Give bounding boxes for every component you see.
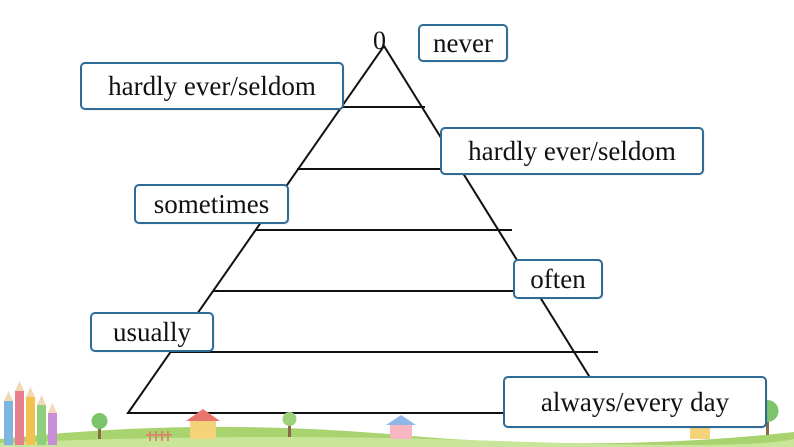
label-hardly-ever-left: hardly ever/seldom: [80, 62, 344, 110]
label-hardly-ever-right: hardly ever/seldom: [440, 127, 704, 175]
pencils-icon: [4, 381, 57, 445]
label-usually: usually: [90, 312, 214, 352]
label-sometimes: sometimes: [134, 184, 289, 224]
decorative-scenery: [0, 381, 794, 447]
house-icon: [186, 409, 220, 439]
label-never: never: [418, 24, 508, 62]
fence-icon: [146, 431, 172, 441]
label-often: often: [513, 259, 603, 299]
ground-hill-light: [0, 436, 794, 447]
apex-zero-label: 0: [373, 26, 386, 55]
label-always-every-day: always/every day: [503, 376, 767, 428]
